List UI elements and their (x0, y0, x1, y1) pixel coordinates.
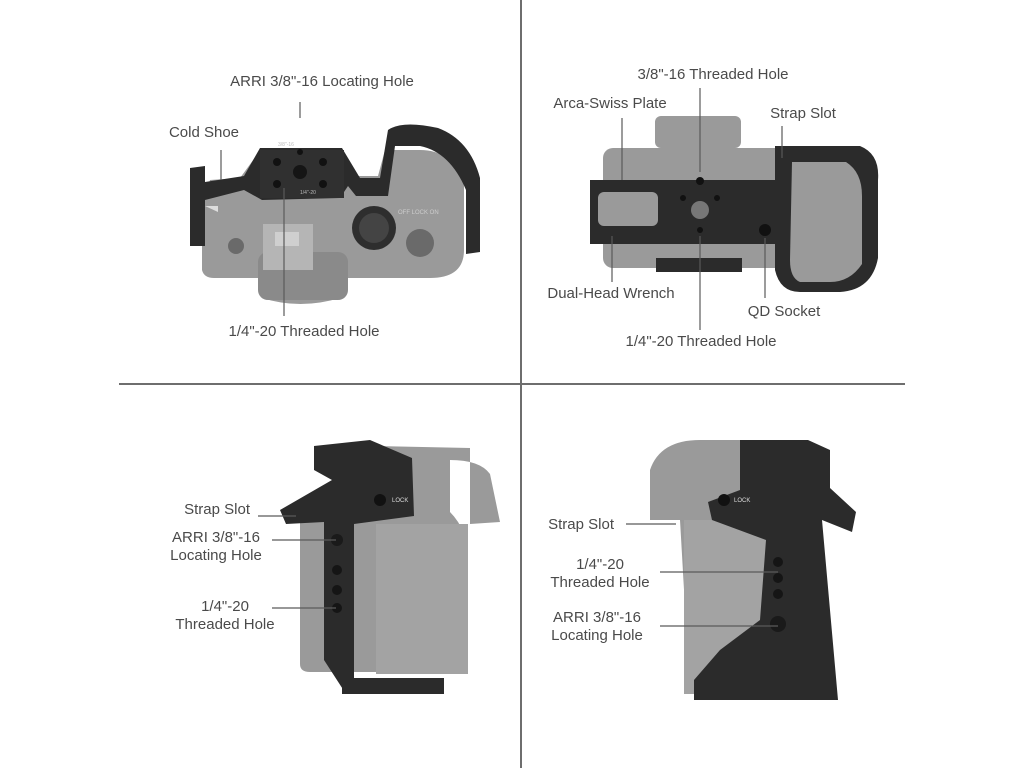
side-view-right-cage (694, 440, 856, 700)
engraving-arri-top: 3/8"-16 (278, 142, 294, 148)
label-arri-locating-hole-top: ARRI 3/8"-16 Locating Hole (230, 73, 414, 90)
bottom-view-cage (590, 146, 879, 292)
label-threaded-hole-14: 1/4"-20 Threaded Hole (625, 333, 777, 350)
top-view-cage (190, 124, 480, 254)
engraving-lock-switch: OFF LOCK ON (398, 210, 439, 216)
label-arca-swiss-plate: Arca-Swiss Plate (553, 95, 667, 112)
label-threaded-hole-top-left: 1/4"-20 Threaded Hole (228, 323, 380, 340)
label-cold-shoe: Cold Shoe (168, 124, 240, 141)
label-threaded-hole-bottom-right: 1/4"-20 Threaded Hole (550, 556, 650, 591)
label-threaded-hole-38: 3/8"-16 Threaded Hole (637, 66, 789, 83)
side-view-left-cage (280, 440, 444, 694)
lock-engraving-right: LOCK (734, 498, 750, 504)
label-arri-locating-hole-bottom-right: ARRI 3/8"-16 Locating Hole (551, 609, 643, 644)
label-threaded-hole-bottom-left: 1/4"-20 Threaded Hole (175, 598, 275, 633)
label-strap-slot-bottom-left: Strap Slot (184, 501, 250, 518)
label-qd-socket: QD Socket (747, 303, 821, 320)
lock-engraving-left: LOCK (392, 498, 408, 504)
engraving-3-8: 1/4"-20 (300, 190, 316, 196)
label-arri-locating-hole-bottom-left: ARRI 3/8"-16 Locating Hole (170, 529, 262, 564)
label-strap-slot-top: Strap Slot (770, 105, 836, 122)
label-dual-head-wrench: Dual-Head Wrench (547, 285, 675, 302)
horizontal-divider (119, 383, 905, 385)
label-strap-slot-bottom-right: Strap Slot (548, 516, 614, 533)
